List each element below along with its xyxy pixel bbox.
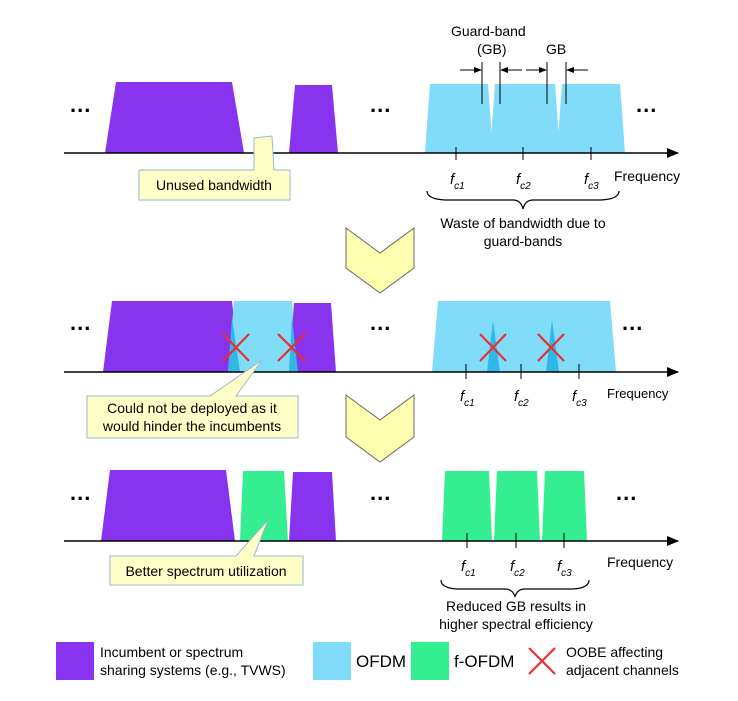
cross-icon (528, 647, 556, 675)
callout-text-line1: Could not be deployed as it (107, 400, 277, 416)
ellipsis-left: ... (70, 310, 91, 335)
ellipsis-right: ... (622, 310, 643, 335)
frequency-label: Frequency (607, 386, 669, 401)
fofdm-swatch (411, 642, 449, 680)
fofdm-channel (494, 471, 540, 541)
ofdm-channel (487, 301, 559, 372)
fofdm-channel (442, 471, 492, 541)
incumbent-band (105, 82, 244, 153)
incumbent-swatch (56, 642, 94, 680)
cross-icon (277, 333, 306, 362)
carrier-label-c3: fc3 (584, 171, 599, 192)
ellipsis-middle: ... (370, 310, 391, 335)
brace-caption-line2: higher spectral efficiency (439, 616, 593, 632)
callout-unused-bandwidth (138, 135, 291, 201)
legend-oobe-line1: OOBE affecting (566, 644, 663, 660)
cross-icon (537, 333, 565, 362)
carrier-label-c1: fc1 (460, 388, 475, 409)
ellipsis-left: ... (70, 480, 91, 505)
incumbent-band (103, 301, 240, 372)
ofdm-channel (490, 84, 560, 153)
brace-caption-line2: guard-bands (484, 233, 563, 249)
brace-caption-line1: Reduced GB results in (446, 598, 586, 614)
carrier-label-c1: fc1 (461, 558, 476, 579)
ofdm-channel (557, 84, 625, 153)
ofdm-swatch (313, 642, 351, 680)
frequency-label: Frequency (614, 168, 680, 184)
fofdm-channel (542, 471, 587, 541)
transition-arrow (345, 394, 415, 463)
panel-2-blocked-deployment: ... ... ... Frequency fc1 fc2 fc3 Could … (64, 301, 679, 439)
brace-caption-line1: Waste of bandwidth due to (440, 215, 605, 231)
gb-label: GB (546, 41, 566, 57)
legend-fofdm: f-OFDM (454, 652, 514, 671)
legend: Incumbent or spectrum sharing systems (e… (56, 642, 679, 680)
ellipsis-middle: ... (370, 92, 391, 117)
callout-better-utilization (109, 519, 304, 586)
carrier-label-c2: fc2 (516, 171, 531, 192)
carrier-label-c3: fc3 (557, 558, 572, 579)
callout-text-line2: would hinder the incumbents (102, 418, 281, 434)
ellipsis-right: ... (636, 92, 657, 117)
legend-incumbent-line2: sharing systems (e.g., TVWS) (100, 662, 286, 678)
legend-oobe-line2: adjacent channels (566, 662, 679, 678)
ellipsis-left: ... (70, 92, 91, 117)
cross-icon (479, 333, 507, 362)
incumbent-band (289, 85, 338, 153)
transition-arrow (345, 227, 415, 294)
brace (440, 579, 590, 598)
incumbent-band (289, 472, 336, 541)
brace (426, 190, 620, 210)
ofdm-channel (546, 301, 616, 372)
ellipsis-right: ... (616, 480, 637, 505)
ofdm-channel (425, 84, 493, 153)
frequency-label: Frequency (607, 554, 673, 570)
incumbent-band (101, 470, 235, 541)
carrier-label-c1: fc1 (450, 171, 465, 192)
carrier-label-c2: fc2 (510, 558, 525, 579)
ofdm-channel (432, 301, 500, 372)
ofdm-channel (228, 301, 298, 372)
legend-ofdm: OFDM (356, 652, 406, 671)
incumbent-band (289, 303, 336, 372)
carrier-label-c3: fc3 (572, 388, 587, 409)
carrier-label-c2: fc2 (514, 388, 529, 409)
guard-band-abbrev: (GB) (477, 41, 507, 57)
panel-3-fofdm: ... ... ... Frequency fc1 fc2 fc3 Reduce… (64, 470, 679, 632)
legend-incumbent-line1: Incumbent or spectrum (100, 644, 243, 660)
fofdm-channel (240, 471, 288, 541)
callout-could-not-deploy (86, 359, 299, 439)
guard-band-label: Guard-band (451, 23, 526, 39)
cross-icon (222, 333, 250, 362)
callout-text: Unused bandwidth (156, 177, 272, 193)
panel-1-ofdm-with-guard-bands: ... ... ... Frequency Guard-band (GB) GB… (64, 23, 680, 249)
callout-text: Better spectrum utilization (125, 563, 286, 579)
ellipsis-middle: ... (370, 480, 391, 505)
